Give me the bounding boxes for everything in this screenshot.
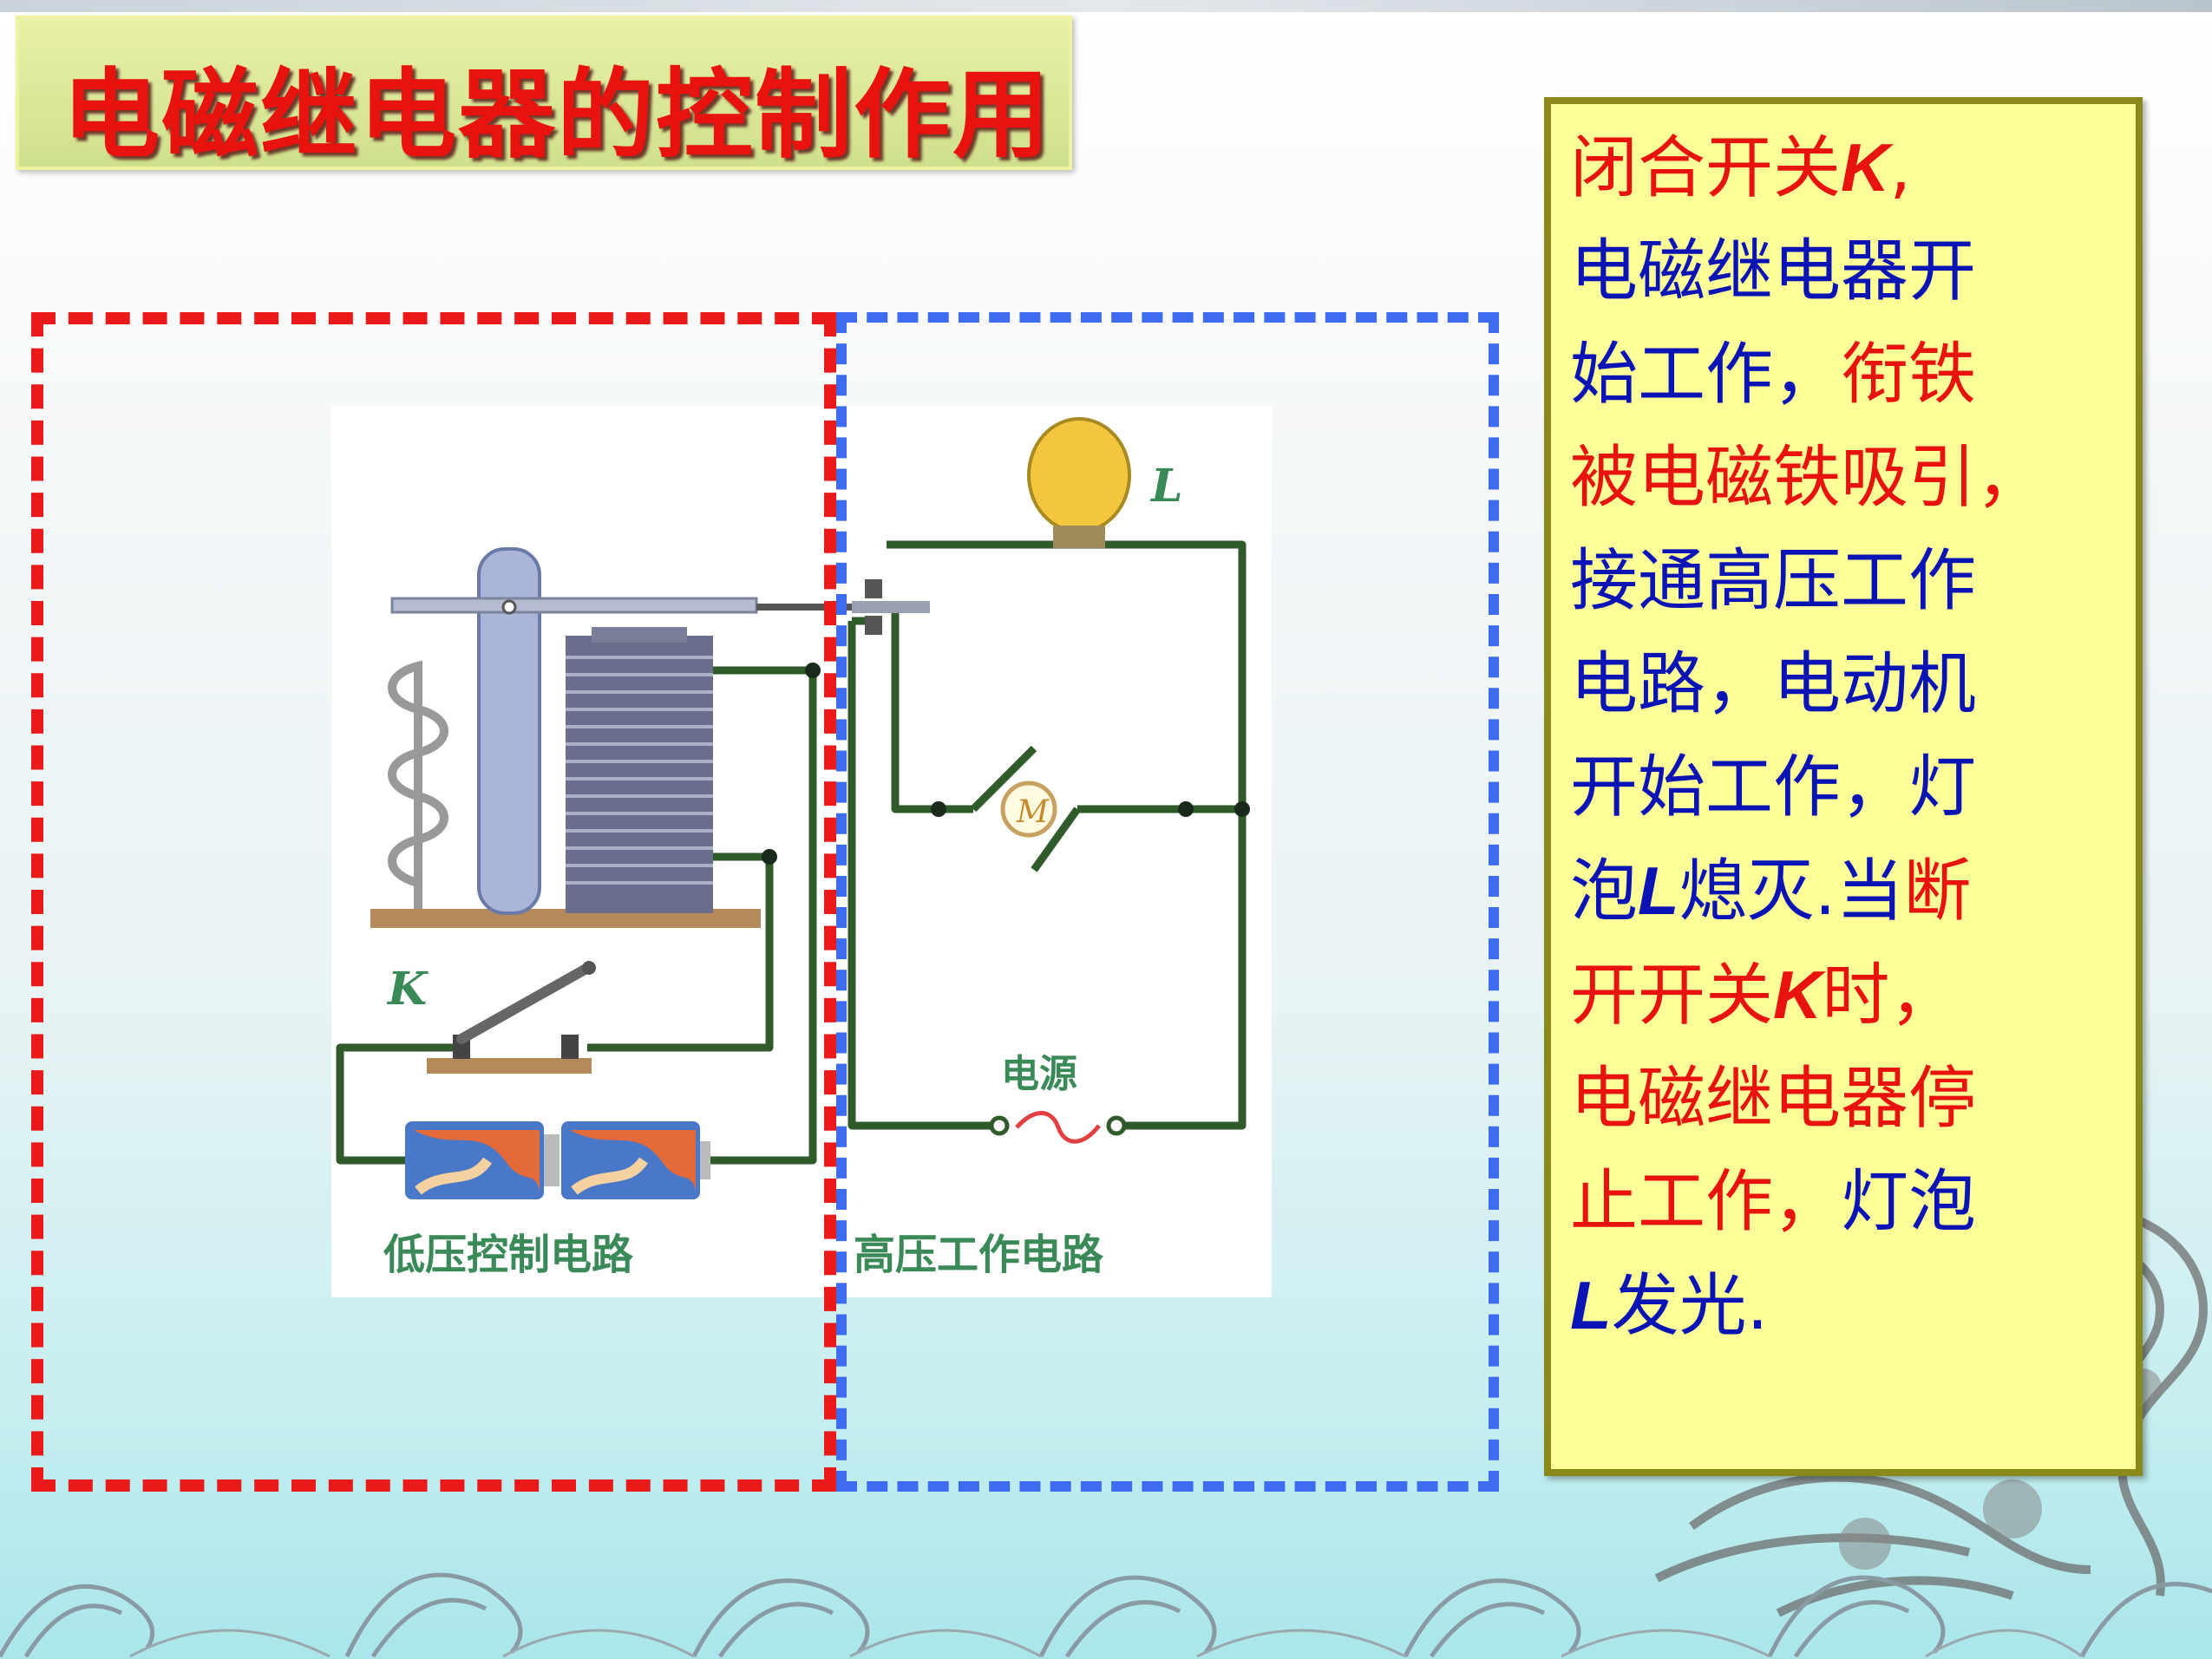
high-voltage-region xyxy=(836,312,1499,1492)
explanation-line: 始工作，衔铁 xyxy=(1570,323,2143,427)
explanation-line: 开始工作，灯 xyxy=(1570,736,2143,839)
explanation-box: 闭合开关K,电磁继电器开始工作，衔铁被电磁铁吸引，接通高压工作电路，电动机开始工… xyxy=(1544,97,2143,1476)
explanation-segment: K xyxy=(1773,957,1823,1033)
top-bar xyxy=(0,0,2212,12)
explanation-segment: 始工作， xyxy=(1570,336,1842,414)
explanation-segment: 灯泡 xyxy=(1841,1163,1977,1241)
motor-label: M xyxy=(1016,794,1050,830)
explanation-segment: 时， xyxy=(1822,957,1958,1035)
explanation-line: L发光. xyxy=(1570,1254,2143,1358)
slide-title: 电磁继电器的控制作用 xyxy=(62,59,1051,172)
explanation-segment: 电磁继电器开 xyxy=(1570,232,1977,310)
explanation-line: 止工作，灯泡 xyxy=(1570,1151,2143,1254)
explanation-segment: 断 xyxy=(1903,852,1972,931)
low-voltage-region xyxy=(31,312,836,1492)
relay-circuit-diagram: L M K 电源 低压控制电路 高压工作电路 xyxy=(336,417,1250,1279)
explanation-line: 接通高压工作 xyxy=(1570,530,2143,633)
wave-border xyxy=(0,1572,2212,1658)
explanation-segment: 发光. xyxy=(1611,1267,1769,1345)
explanation-segment: 被电磁铁吸引， xyxy=(1570,439,2045,517)
explanation-segment: 电磁继电器停 xyxy=(1570,1060,1977,1138)
armature-post xyxy=(477,547,541,915)
relay-base xyxy=(370,909,761,928)
battery-pack xyxy=(405,1121,710,1199)
switch-lever xyxy=(456,964,590,1044)
low-voltage-label: 低压控制电路 xyxy=(383,1231,634,1279)
explanation-segment: L xyxy=(1570,1267,1612,1343)
lamp-label: L xyxy=(1149,460,1183,513)
power-label: 电源 xyxy=(1001,1052,1077,1096)
high-voltage-label: 高压工作电路 xyxy=(854,1231,1104,1279)
explanation-line: 被电磁铁吸引， xyxy=(1570,427,2143,530)
motor xyxy=(1000,781,1057,838)
explanation-segment: 衔铁 xyxy=(1841,336,1977,414)
explanation-line: 开开关K时， xyxy=(1570,944,2143,1048)
title-box: 电磁继电器的控制作用 xyxy=(16,16,1072,172)
explanation-line: 闭合开关K, xyxy=(1570,116,2143,220)
explanation-line: 电磁继电器开 xyxy=(1570,220,2143,323)
switch-label: K xyxy=(386,963,429,1016)
explanation-segment: 接通高压工作 xyxy=(1570,542,1977,620)
explanation-segment: , xyxy=(1889,129,1912,207)
explanation-segment: L xyxy=(1638,852,1679,929)
switch-base xyxy=(427,1058,592,1074)
explanation-text: 闭合开关K,电磁继电器开始工作，衔铁被电磁铁吸引，接通高压工作电路，电动机开始工… xyxy=(1570,116,2143,1358)
explanation-segment: 闭合开关 xyxy=(1570,129,1842,207)
explanation-segment: 泡 xyxy=(1570,852,1639,931)
explanation-line: 电路，电动机 xyxy=(1570,633,2143,736)
lamp-base xyxy=(1053,526,1105,548)
explanation-segment: 电路，电动机 xyxy=(1570,645,1977,723)
explanation-segment: K xyxy=(1841,129,1890,206)
explanation-segment: 开始工作，灯 xyxy=(1570,748,1977,826)
explanation-line: 电磁继电器停 xyxy=(1570,1048,2143,1151)
spring xyxy=(388,660,448,909)
explanation-line: 泡L熄灭.当断 xyxy=(1570,839,2143,944)
explanation-segment: 止工作， xyxy=(1570,1163,1842,1241)
explanation-segment: 熄灭.当 xyxy=(1679,852,1904,931)
explanation-segment: 开开关 xyxy=(1570,957,1774,1035)
